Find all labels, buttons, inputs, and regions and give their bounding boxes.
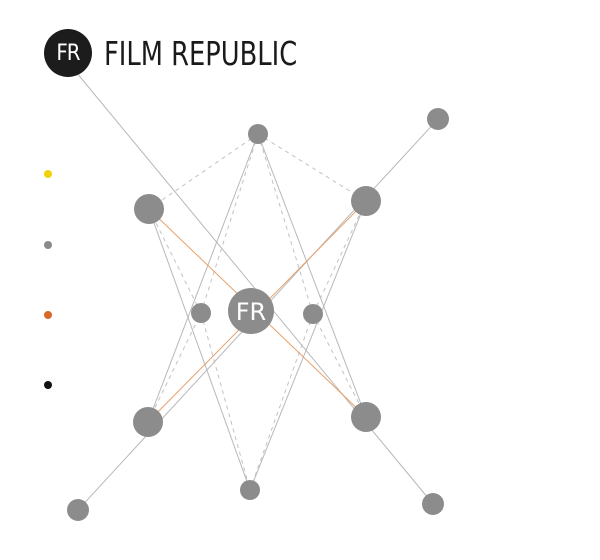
node-left-upper[interactable]	[134, 194, 164, 224]
edge-dash-2	[257, 133, 314, 315]
legend-dot-yellow[interactable]	[44, 170, 52, 178]
legend-dot-orange[interactable]	[44, 311, 52, 319]
edge-dash-8	[312, 313, 367, 418]
edges-dashed	[147, 133, 367, 491]
hub-label: FR	[236, 298, 266, 326]
node-top-right[interactable]	[427, 108, 449, 130]
node-right-lower[interactable]	[351, 402, 381, 432]
edge-dash-9	[148, 133, 259, 210]
node-right-upper[interactable]	[351, 186, 381, 216]
edge-dash-3	[200, 312, 251, 491]
edges-solid	[75, 71, 439, 511]
brand-name: FILM REPUBLIC	[104, 33, 298, 73]
edge-dash-4	[249, 313, 314, 491]
edge-top-to-bottom-left-mid	[147, 133, 259, 423]
legend-dot-grey[interactable]	[44, 241, 52, 249]
node-bottom-left[interactable]	[67, 499, 89, 521]
edge-dash-6	[312, 200, 367, 315]
node-bottom[interactable]	[240, 480, 260, 500]
node-right-inner[interactable]	[303, 304, 323, 324]
node-top[interactable]	[248, 124, 268, 144]
node-left-lower[interactable]	[133, 407, 163, 437]
edge-dash-10	[257, 133, 367, 202]
edge-top-to-right-lower	[257, 133, 367, 418]
logo-badge: FR	[44, 29, 92, 77]
edge-right-upper-to-bottom	[249, 200, 367, 491]
legend-dot-black[interactable]	[44, 381, 52, 389]
nodes	[67, 108, 449, 521]
edge-dash-5	[148, 208, 202, 314]
edge-left-upper-to-bottom	[148, 208, 251, 491]
node-hub[interactable]	[228, 288, 274, 334]
node-left-inner[interactable]	[191, 303, 211, 323]
edge-logo-to-bottom-right	[75, 71, 434, 505]
brand-logo[interactable]: FR FILM REPUBLIC	[44, 29, 352, 77]
node-bottom-right[interactable]	[422, 493, 444, 515]
